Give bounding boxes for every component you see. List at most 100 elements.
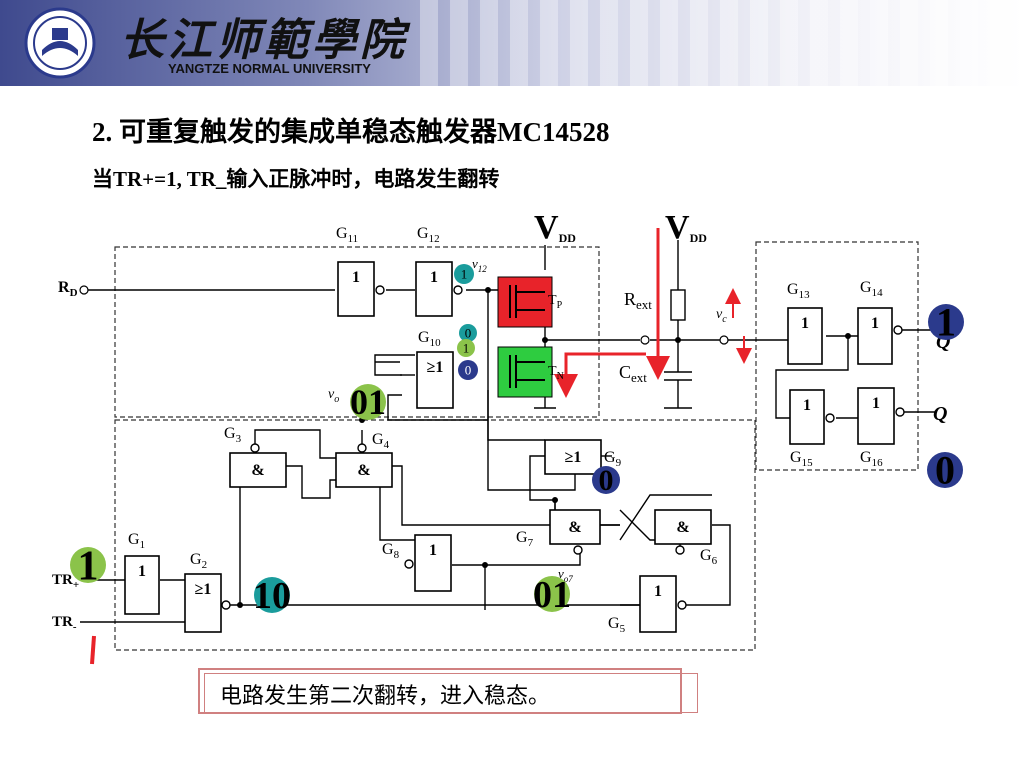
gate-g8-label: G8 bbox=[382, 541, 400, 561]
state-marker-vo-value: 01 bbox=[350, 382, 386, 422]
state-marker-qbar-value: 1 bbox=[928, 300, 964, 345]
svg-text:0: 0 bbox=[465, 325, 472, 340]
terminal-circles bbox=[79, 285, 729, 345]
gate-g14-label: G14 bbox=[860, 279, 883, 299]
gate-g6-symbol: & bbox=[676, 519, 689, 536]
label-vo: vo bbox=[328, 387, 339, 405]
state-marker-g10-in-bot: 0 bbox=[458, 360, 478, 380]
inverter-bubble bbox=[375, 285, 385, 295]
gate-g6-label: G6 bbox=[700, 547, 718, 567]
gate-g12-symbol: 1 bbox=[430, 269, 438, 286]
state-marker-g2-out: 10 bbox=[253, 575, 291, 617]
gate-g9-symbol: ≥1 bbox=[565, 449, 582, 466]
gate-g4: &G4 bbox=[335, 431, 393, 488]
inverter-bubble bbox=[453, 285, 463, 295]
label-trplus: TR+ bbox=[52, 572, 79, 591]
university-emblem-icon bbox=[24, 7, 96, 79]
svg-text:0: 0 bbox=[465, 362, 472, 377]
gate-g14: 1 G14 bbox=[857, 279, 903, 365]
wires bbox=[80, 240, 935, 623]
gate-g5-symbol: 1 bbox=[654, 583, 662, 600]
gate-g1-label: G1 bbox=[128, 531, 145, 551]
gate-g14-symbol: 1 bbox=[871, 315, 879, 332]
gate-g5: 1G5 bbox=[608, 575, 687, 635]
gate-g7: &G7 bbox=[516, 509, 601, 555]
transistor-tp bbox=[497, 276, 553, 328]
gate-g10-label: G10 bbox=[418, 329, 441, 349]
label-trminus: TR- bbox=[52, 614, 77, 633]
transistor-tn bbox=[497, 346, 553, 398]
inverter-bubble bbox=[221, 600, 231, 610]
caption-frame-inner bbox=[204, 673, 698, 713]
gate-g8: 1 G8 bbox=[382, 534, 452, 592]
banner-stripes bbox=[420, 0, 1024, 86]
state-marker-g12-out: 1 bbox=[454, 264, 474, 284]
svg-text:1: 1 bbox=[463, 340, 470, 355]
svg-text:1: 1 bbox=[461, 266, 468, 281]
junction-dots bbox=[237, 287, 851, 608]
slide-subtitle: 当TR+=1, TR_输入正脉冲时，电路发生翻转 bbox=[92, 167, 500, 191]
university-name-en: YANGTZE NORMAL UNIVERSITY bbox=[168, 61, 371, 76]
gate-g16-label: G16 bbox=[860, 449, 883, 469]
label-rext: Rext bbox=[624, 289, 652, 312]
svg-text:0: 0 bbox=[599, 464, 614, 497]
gate-g1: 1G1 bbox=[124, 531, 160, 615]
state-marker-g10-in-top: 0 bbox=[459, 324, 477, 342]
gate-g6: &G6 bbox=[654, 509, 718, 567]
outline-right-section bbox=[755, 241, 919, 471]
gate-g12: 1 G12 bbox=[415, 225, 463, 317]
label-vdd: VDD bbox=[534, 209, 576, 246]
svg-text:0: 0 bbox=[935, 448, 955, 493]
gate-g11: 1 G11 bbox=[336, 225, 385, 317]
inverter-bubble bbox=[250, 443, 260, 453]
inverter-bubble bbox=[825, 413, 835, 423]
slide-title: 2. 可重复触发的集成单稳态触发器MC14528 bbox=[92, 117, 610, 147]
outline-top-section bbox=[114, 246, 600, 418]
gate-g4-label: G4 bbox=[372, 431, 390, 451]
gate-g11-symbol: 1 bbox=[352, 269, 360, 286]
caption-text: 电路发生第二次翻转，进入稳态。 bbox=[220, 684, 551, 709]
gate-g15-label: G15 bbox=[790, 449, 813, 469]
inverter-bubble bbox=[675, 545, 685, 555]
gate-g4-symbol: & bbox=[357, 462, 370, 479]
gate-g2-symbol: ≥1 bbox=[195, 581, 212, 598]
svg-text:1: 1 bbox=[78, 543, 99, 589]
inverter-bubble bbox=[677, 600, 687, 610]
state-marker-q-value: 0 bbox=[927, 448, 963, 493]
gate-g5-label: G5 bbox=[608, 615, 626, 635]
label-cext: Cext bbox=[619, 362, 647, 385]
state-marker-vo7-value: 01 bbox=[533, 574, 571, 616]
label-vdd2: VDD bbox=[665, 209, 707, 246]
university-name-cn: 长江师範學院 bbox=[120, 15, 408, 66]
gate-g15-symbol: 1 bbox=[803, 397, 811, 414]
caption-frame bbox=[198, 668, 682, 714]
gate-g3-symbol: & bbox=[251, 462, 264, 479]
inverter-bubble bbox=[893, 325, 903, 335]
header-banner: 长江师範學院 YANGTZE NORMAL UNIVERSITY bbox=[0, 0, 1024, 86]
svg-text:1: 1 bbox=[936, 300, 956, 345]
svg-text:10: 10 bbox=[253, 575, 291, 617]
inverter-bubble bbox=[357, 443, 367, 453]
state-marker-g9-out: 0 bbox=[592, 464, 620, 497]
inverter-bubble bbox=[404, 559, 414, 569]
gate-g2-label: G2 bbox=[190, 551, 207, 571]
gate-g12-label: G12 bbox=[417, 225, 440, 245]
inverter-bubble bbox=[895, 407, 905, 417]
gate-g13-label: G13 bbox=[787, 281, 810, 301]
label-rd: RD bbox=[58, 279, 78, 299]
rext-resistor bbox=[670, 289, 686, 321]
gate-g2: ≥1 G2 bbox=[184, 551, 231, 633]
label-v12: v12 bbox=[472, 256, 487, 274]
svg-text:01: 01 bbox=[533, 574, 571, 616]
label-q: Q bbox=[933, 403, 947, 425]
gate-g11-label: G11 bbox=[336, 225, 358, 245]
gate-g3-label: G3 bbox=[224, 425, 242, 445]
gate-g8-symbol: 1 bbox=[429, 542, 437, 559]
